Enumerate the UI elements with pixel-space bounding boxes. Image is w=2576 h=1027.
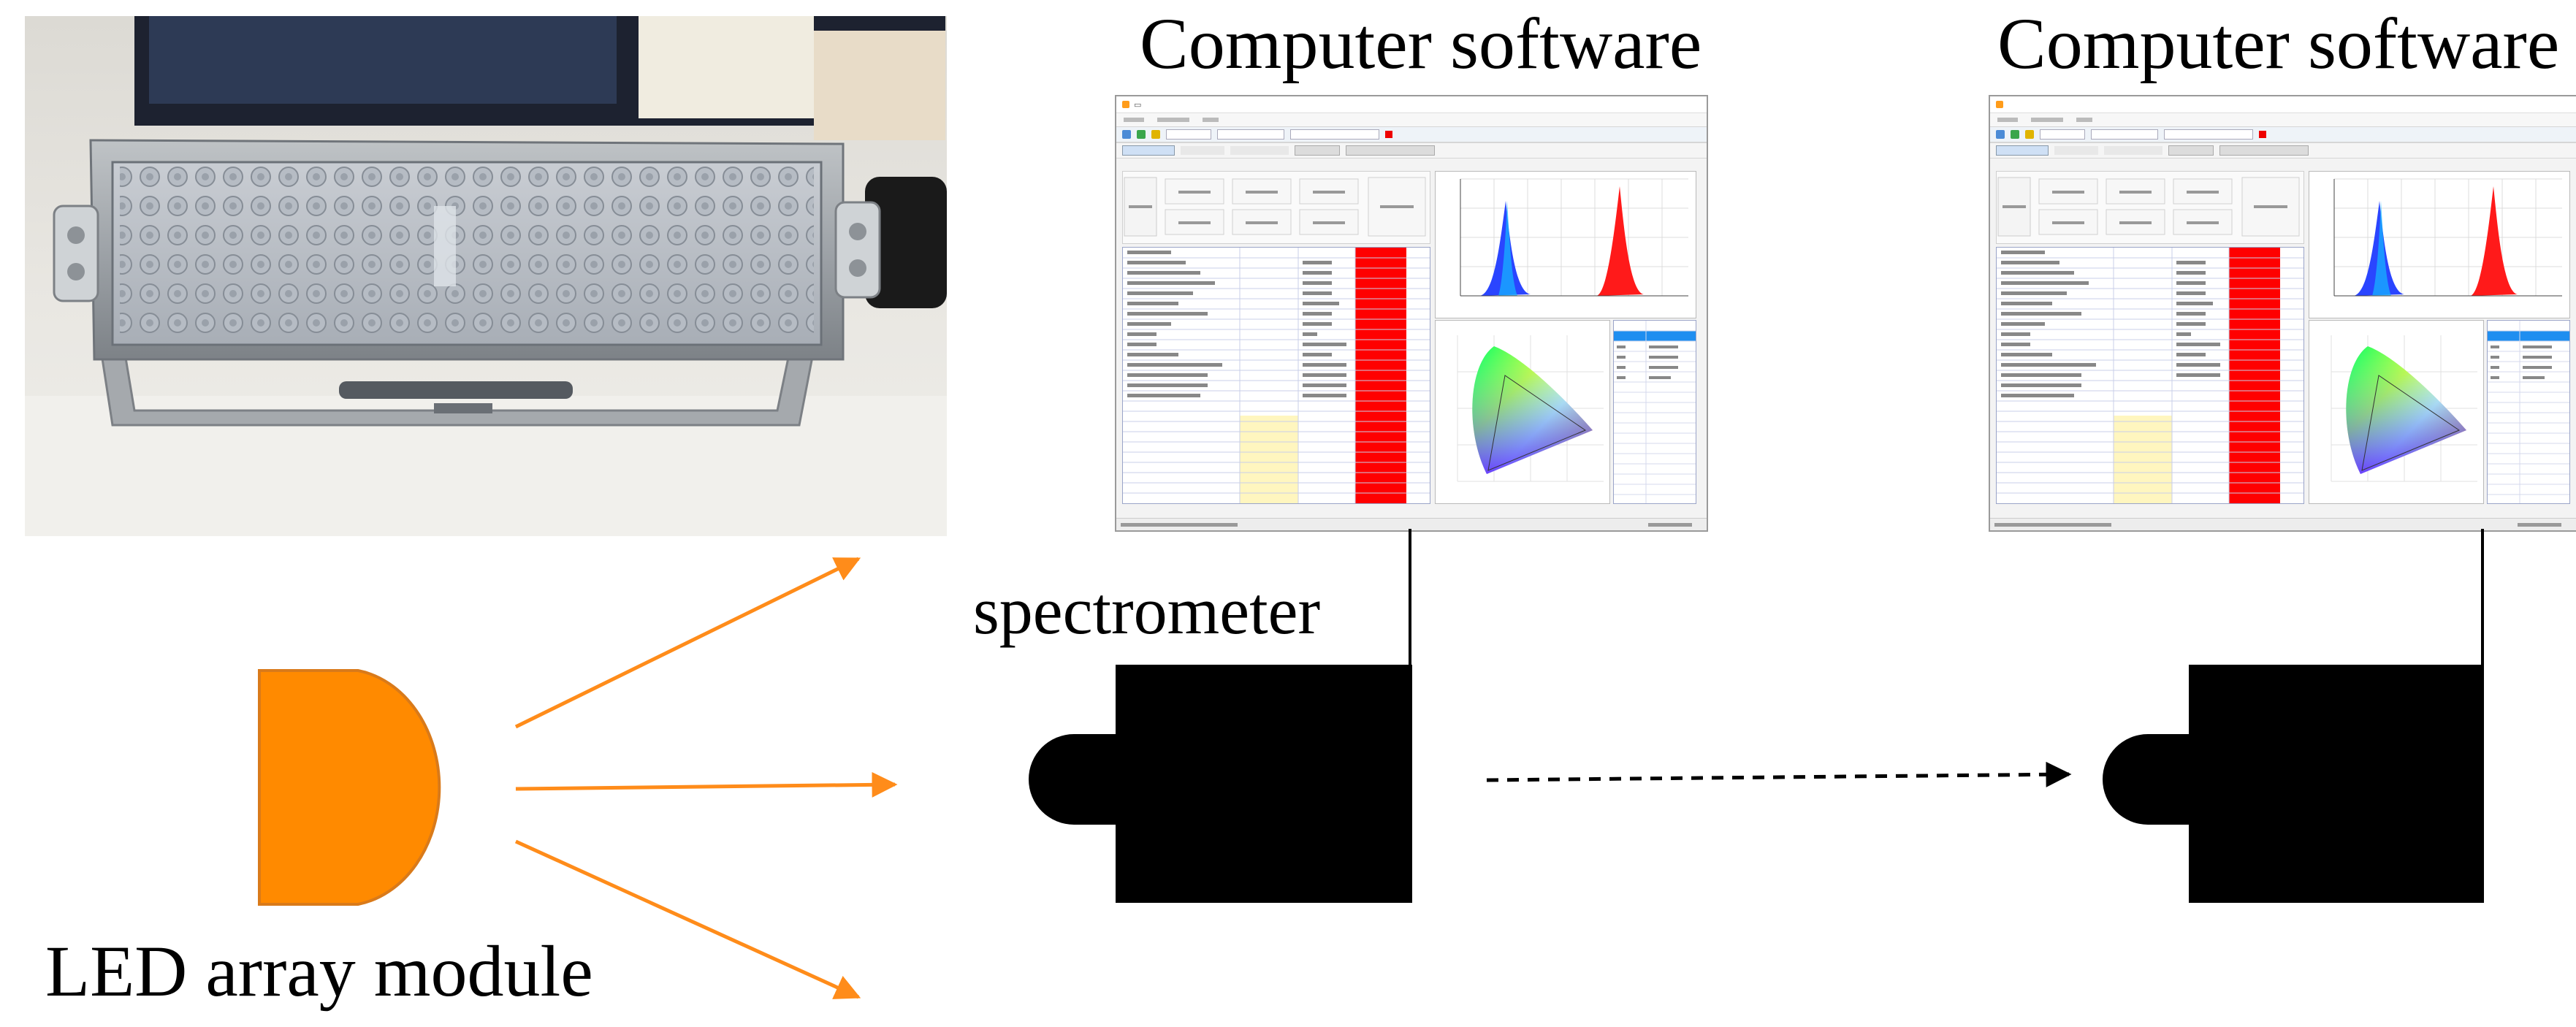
computer-software-caption-left: Computer software xyxy=(1140,3,1702,84)
toolbar-secondary xyxy=(1116,142,1707,159)
function-button-panel xyxy=(1996,171,2304,244)
measurement-table-grid xyxy=(1123,248,1430,503)
measurement-table xyxy=(1122,247,1430,504)
toolbar xyxy=(1990,126,2576,142)
spectrum-plot xyxy=(1435,171,1696,318)
dashed-arrow xyxy=(1486,761,2072,787)
open-icon xyxy=(1151,130,1160,139)
menu-bar xyxy=(1990,113,2576,126)
computer-software-caption-right: Computer software xyxy=(1997,3,2560,84)
spectrometer-device-right xyxy=(2103,665,2484,903)
cie-chart xyxy=(1435,320,1610,504)
software-window-left: ▭ xyxy=(1115,95,1708,532)
close-small-icon xyxy=(2259,131,2266,138)
spectrum-plot-canvas xyxy=(1460,178,1688,297)
light-ray-arrow-middle xyxy=(515,771,898,798)
app-icon xyxy=(1122,101,1129,108)
window-titlebar xyxy=(1990,96,2576,113)
light-ray-arrow-down xyxy=(514,839,861,999)
peak-table xyxy=(2487,320,2570,504)
close-small-icon xyxy=(1385,131,1392,138)
led-module-photo xyxy=(25,16,947,536)
cie-chart xyxy=(2309,320,2484,504)
window-titlebar: ▭ xyxy=(1116,96,1707,113)
spectrum-plot xyxy=(2309,171,2570,318)
open-icon xyxy=(2025,130,2034,139)
toolbar xyxy=(1116,126,1707,142)
led-module-photo-art xyxy=(25,16,947,536)
light-ray-arrow-up xyxy=(514,557,861,729)
peak-table-grid xyxy=(1614,321,1696,503)
status-bar xyxy=(1116,518,1707,530)
spectrometer-device-left xyxy=(1029,665,1412,903)
app-icon xyxy=(1996,101,2003,108)
peak-table xyxy=(1613,320,1696,504)
run-icon xyxy=(1137,130,1146,139)
save-icon xyxy=(1122,130,1131,139)
software-window-right xyxy=(1989,95,2576,532)
menu-bar xyxy=(1116,113,1707,126)
cie-chart-canvas xyxy=(1457,335,1604,482)
button-grid xyxy=(1997,177,2300,237)
measurement-table-grid xyxy=(1997,248,2303,503)
measurement-table xyxy=(1996,247,2304,504)
button-grid xyxy=(1124,177,1426,237)
toolbar-secondary xyxy=(1990,142,2576,159)
status-bar xyxy=(1990,518,2576,530)
run-icon xyxy=(2011,130,2019,139)
peak-table-grid xyxy=(2488,321,2569,503)
led-array-module-caption: LED array module xyxy=(45,931,593,1012)
led-symbol-icon xyxy=(258,669,441,906)
spectrometer-caption: spectrometer xyxy=(973,573,1321,648)
spectrum-plot-canvas xyxy=(2333,178,2562,297)
function-button-panel xyxy=(1122,171,1430,244)
cie-chart-canvas xyxy=(2331,335,2477,482)
save-icon xyxy=(1996,130,2005,139)
